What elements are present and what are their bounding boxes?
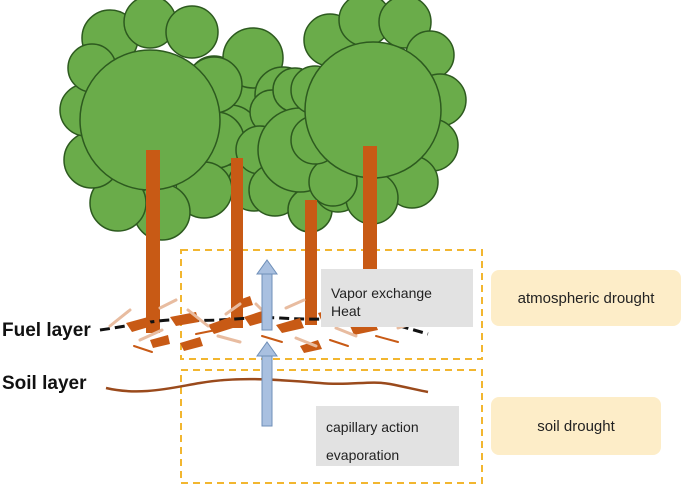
atmospheric-drought-tag: atmospheric drought [491,270,681,326]
tree-crown-1 [59,0,245,241]
capillary-box: capillary action evaporation [316,406,459,466]
fuel-layer-label: Fuel layer [2,320,91,341]
tree-trunk-1 [146,150,160,333]
evaporation-text: evaporation [326,447,400,463]
tree-trunk-3 [305,200,317,325]
tree-crown-4 [290,0,467,225]
atmospheric-region-box [180,249,483,360]
vapor-upward-arrow [256,259,278,331]
soil-upward-arrow [256,341,278,427]
soil-region-box [180,369,483,484]
heat-text: Heat [331,303,361,319]
capillary-action-text: capillary action [326,419,419,435]
soil-surface-line [105,377,429,394]
tree-trunk-4 [363,146,377,274]
soil-drought-tag: soil drought [491,397,661,455]
tree-trunk-2 [231,158,243,328]
soil-layer-label: Soil layer [2,373,87,394]
vapor-exchange-text: Vapor exchange [331,285,432,301]
vapor-exchange-box: Vapor exchange Heat [321,269,473,327]
